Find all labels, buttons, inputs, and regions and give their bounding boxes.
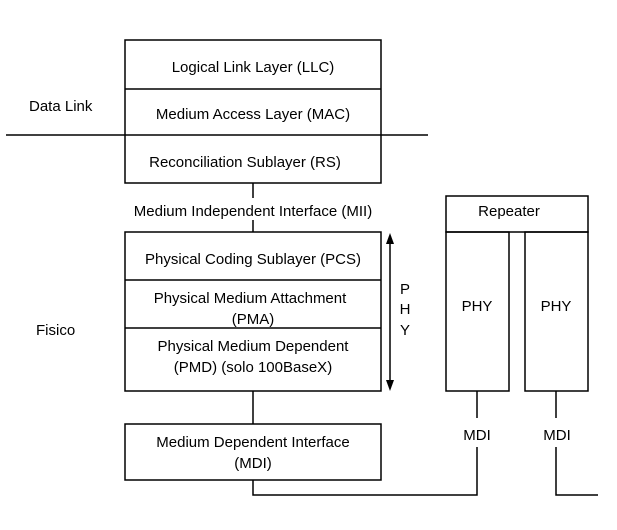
mac-label: Medium Access Layer (MAC) <box>156 106 350 123</box>
mii-label: Medium Independent Interface (MII) <box>134 203 372 220</box>
repeater-box <box>445 195 589 233</box>
data-link-label: Data Link <box>29 98 93 115</box>
phy-letter-h: H <box>400 301 411 318</box>
phy-letter-y: Y <box>400 322 410 339</box>
pmd-label-line2: (PMD) (solo 100BaseX) <box>174 359 332 376</box>
phy-arrow-head-up <box>386 233 394 244</box>
mdi-label-line1: Medium Dependent Interface <box>156 434 349 451</box>
link-cable-mdi-to-repeater <box>252 447 478 496</box>
phy-arrow-head-down <box>386 380 394 391</box>
pma-label-line2: (PMA) <box>232 311 275 328</box>
phy-letter-p: P <box>400 281 410 298</box>
link-cable-repeater-right <box>555 447 598 496</box>
fisico-label: Fisico <box>36 322 75 339</box>
rs-label: Reconciliation Sublayer (RS) <box>149 154 341 171</box>
repeater-mdi-right-label: MDI <box>543 427 571 444</box>
pcs-label: Physical Coding Sublayer (PCS) <box>145 251 361 268</box>
repeater-mdi-left-label: MDI <box>463 427 491 444</box>
repeater-phy-left-label: PHY <box>462 298 493 315</box>
mdi-label-line2: (MDI) <box>234 455 272 472</box>
repeater-phy-right-label: PHY <box>541 298 572 315</box>
llc-label: Logical Link Layer (LLC) <box>172 59 335 76</box>
pmd-label-line1: Physical Medium Dependent <box>158 338 350 355</box>
pma-label-line1: Physical Medium Attachment <box>154 290 347 307</box>
repeater-label: Repeater <box>478 203 540 220</box>
